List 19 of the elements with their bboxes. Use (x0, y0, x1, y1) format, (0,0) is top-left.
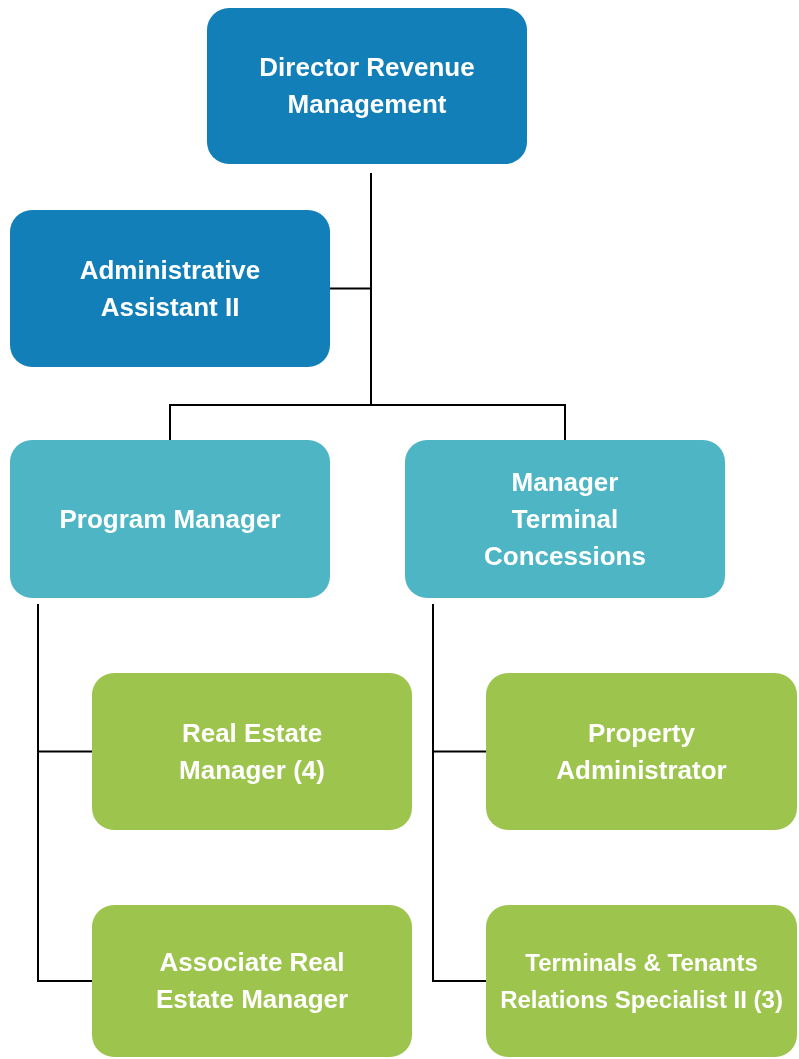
connector-line (37, 603, 93, 982)
position-title: Real Estate Manager (4) (178, 716, 326, 787)
position-title: Manager Terminal Concessions (483, 465, 647, 573)
position-title: Administrative Assistant II (78, 253, 262, 324)
org-chart-box (92, 905, 412, 1057)
connector-line (370, 172, 566, 441)
org-chart-box (486, 673, 797, 830)
position-title: Director Revenue Management (258, 51, 476, 121)
position-title: Property Administrator (555, 716, 728, 787)
position-title: Associate Real Estate Manager (154, 946, 350, 1016)
org-chart-box (92, 673, 412, 830)
position-title: Terminals & Tenants Relations Specialist II (3) (499, 948, 784, 1015)
org-chart-box (207, 8, 527, 164)
connector-line (432, 603, 487, 982)
org-chart-box (405, 440, 725, 598)
org-chart-box (10, 210, 330, 367)
position-title: Program Manager (59, 502, 281, 536)
org-chart-box (10, 440, 330, 598)
org-chart-box (486, 905, 797, 1057)
